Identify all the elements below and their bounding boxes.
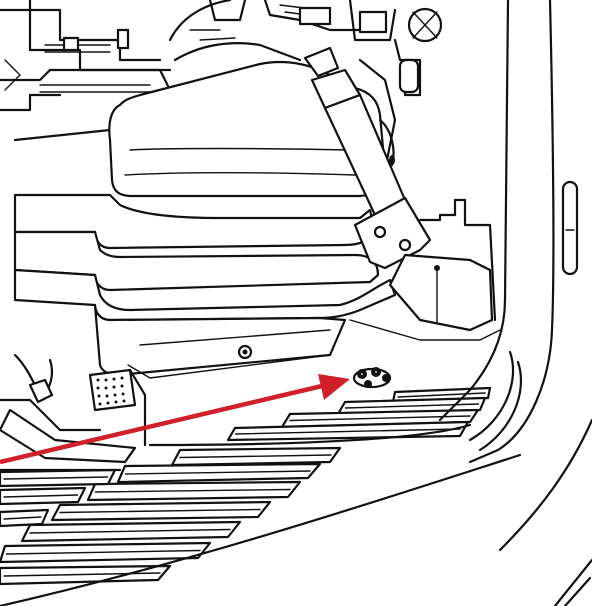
- floor-slat-groove: [179, 454, 332, 459]
- floor-slat-groove: [3, 516, 42, 520]
- floor-slat-groove: [289, 415, 471, 422]
- seat-base: [13, 193, 397, 377]
- floor-slat-groove: [59, 508, 261, 514]
- floor-slat-groove: [94, 488, 291, 493]
- floor-slat-groove: [124, 470, 311, 475]
- door-pillar: [438, 0, 592, 606]
- floor-edges: [0, 423, 522, 606]
- cable-harness: [0, 353, 331, 447]
- floor-slat-groove: [5, 549, 201, 555]
- floor-slat-groove: [29, 528, 231, 534]
- floor-slat-groove: [3, 494, 79, 498]
- seat-cushion: [108, 60, 387, 198]
- belt-bracket: [303, 46, 432, 270]
- upper-machinery: [0, 0, 443, 192]
- callout-arrow: [0, 374, 350, 465]
- floor-slat-groove: [397, 392, 486, 398]
- floor-slat-groove: [3, 476, 109, 480]
- rear-bracket: [349, 198, 501, 341]
- floor-slat-groove: [234, 428, 461, 435]
- floor-fastener: [352, 367, 392, 389]
- floor-slats: [0, 386, 492, 586]
- floor-slat: [0, 408, 137, 464]
